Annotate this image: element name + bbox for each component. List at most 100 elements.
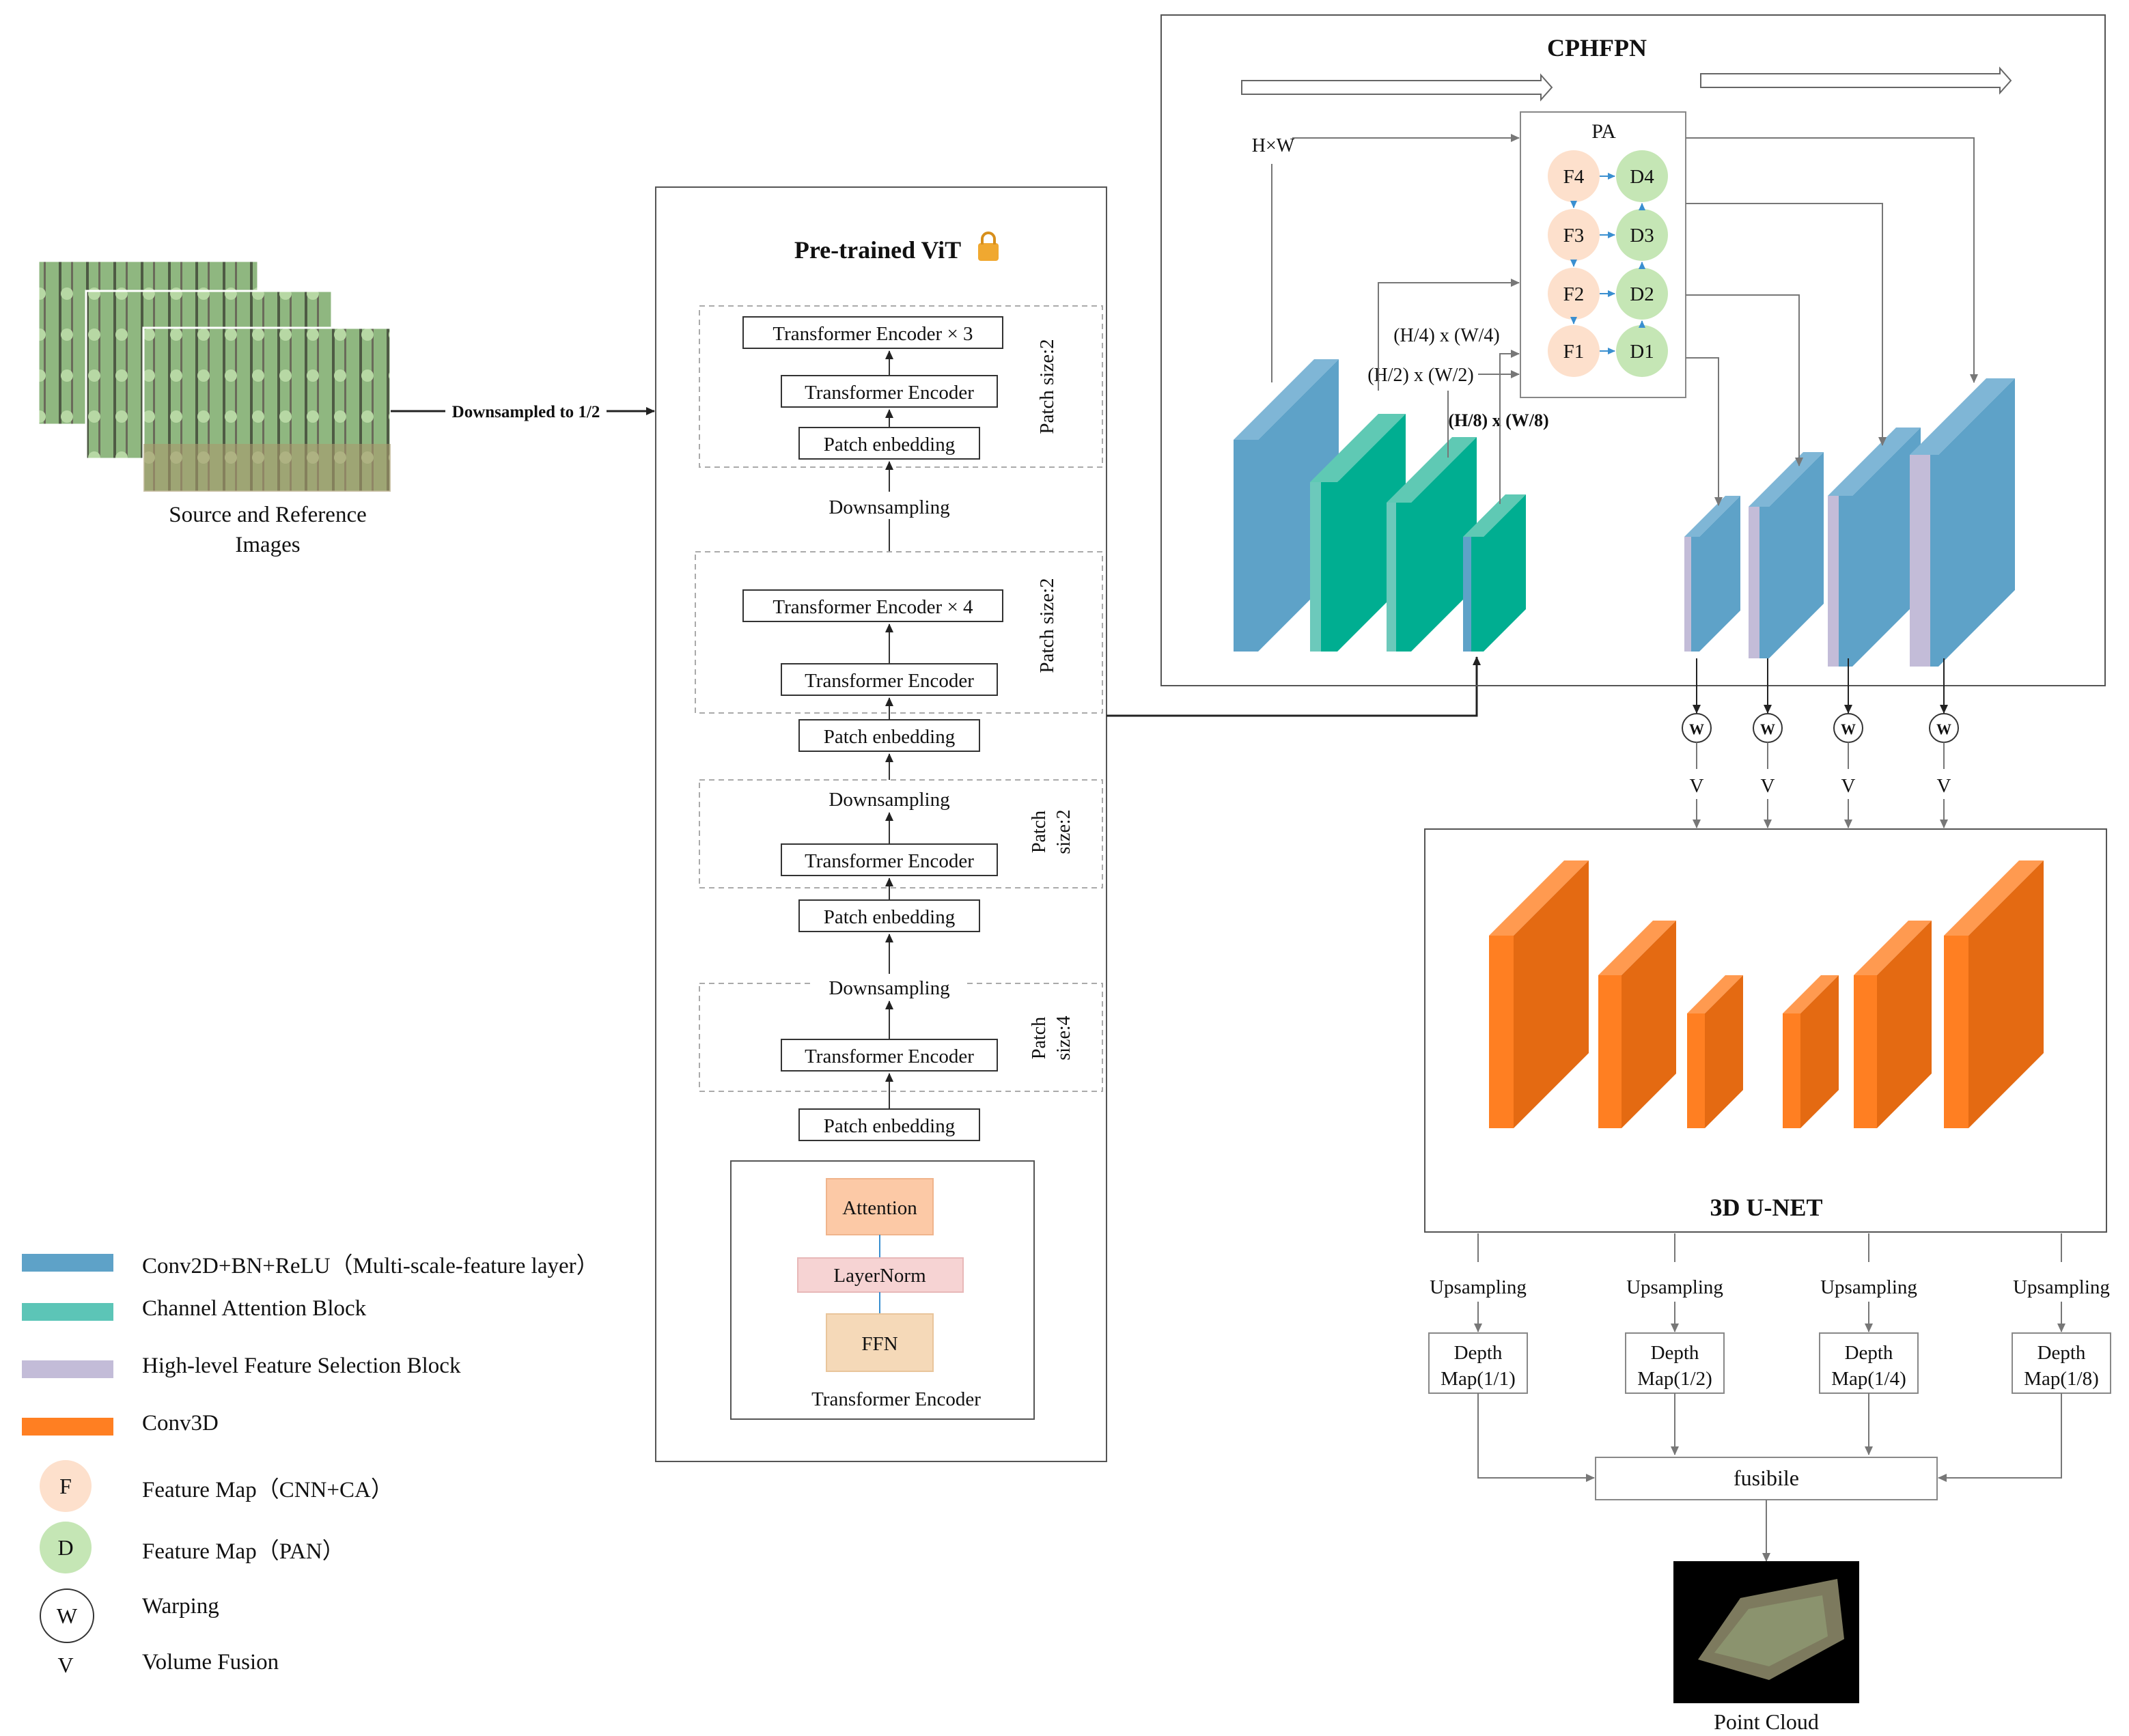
legend-swatch-conv2d <box>22 1254 113 1272</box>
pa-label: PA <box>1591 120 1616 143</box>
input-images <box>37 260 392 493</box>
stage2-encoder-repeat <box>742 589 1003 622</box>
layernorm-block <box>797 1257 964 1293</box>
conv3d-block-6 <box>1944 860 2044 1128</box>
svg-text:Transformer Encoder × 4: Transformer Encoder × 4 <box>773 596 973 618</box>
upsampling-label: Upsampling <box>1626 1276 1723 1298</box>
vit-stage-2 <box>695 551 1103 714</box>
downsample-label: Downsampled to 1/2 <box>452 403 600 421</box>
vit-title: Pre-trained ViT <box>794 236 961 264</box>
pa-node-label: F2 <box>1563 283 1585 305</box>
vit-stage-3 <box>699 779 1103 888</box>
stage1-embedding <box>798 427 980 460</box>
stage3-encoder <box>781 843 998 876</box>
pa-node-label: D1 <box>1630 341 1654 363</box>
pa-node-label: F3 <box>1563 225 1585 247</box>
svg-text:LayerNorm: LayerNorm <box>833 1265 926 1287</box>
unet-panel <box>1424 828 2107 1233</box>
volume-label: V <box>1841 775 1856 797</box>
svg-text:Transformer Encoder: Transformer Encoder <box>805 1046 974 1067</box>
depth-map-box <box>1819 1332 1919 1394</box>
fpn-out-1 <box>1684 496 1740 652</box>
stage1-patch-size: Patch size:2 <box>1036 339 1058 434</box>
legend-d-icon: D <box>40 1522 92 1573</box>
encoder-detail-caption: Transformer Encoder <box>811 1388 981 1410</box>
volume-label: V <box>1761 775 1775 797</box>
unet-title: 3D U-NET <box>1710 1194 1822 1221</box>
legend-label-conv2d: Conv2D+BN+ReLU（Multi-scale-feature layer… <box>142 1254 599 1278</box>
legend-f-icon: F <box>40 1460 92 1512</box>
stage3-patch-line2: size:2 <box>1053 809 1074 854</box>
pa-node-d1 <box>1616 325 1668 377</box>
depth-map-line1: Depth <box>2037 1342 2086 1364</box>
scale-label-1: (H/4) x (W/4) <box>1393 325 1500 346</box>
legend-swatch-conv3d <box>22 1418 113 1436</box>
conv3d-block-3 <box>1687 975 1743 1128</box>
pa-node-label: D3 <box>1630 225 1654 247</box>
volume-label: V <box>1690 775 1704 797</box>
conv3d-block-2 <box>1598 921 1676 1128</box>
fpn-out-2 <box>1749 452 1824 658</box>
legend-label-w: Warping <box>142 1594 219 1619</box>
depth-map-line2: Map(1/1) <box>1441 1368 1516 1390</box>
svg-text:Attention: Attention <box>842 1197 917 1219</box>
downsampling-3: Downsampling <box>829 977 949 999</box>
pa-node-d3 <box>1616 209 1668 261</box>
pa-node-label: F4 <box>1563 166 1585 188</box>
downsampling-2: Downsampling <box>829 789 949 811</box>
warp-label: W <box>1760 720 1775 738</box>
ffn-block <box>826 1313 934 1372</box>
pa-node-f2 <box>1548 268 1600 320</box>
cnn-pyramid <box>1234 359 1526 652</box>
pa-node-f1 <box>1548 325 1600 377</box>
legend-swatch-channel-attention <box>22 1303 113 1321</box>
depth-map-line2: Map(1/2) <box>1637 1368 1712 1390</box>
upsampling-label: Upsampling <box>1430 1276 1527 1298</box>
legend-label-feature-selection: High-level Feature Selection Block <box>142 1354 461 1378</box>
legend-label-d: Feature Map（PAN） <box>142 1539 345 1564</box>
point-cloud-label: Point Cloud <box>1714 1709 1819 1734</box>
lock-icon <box>978 232 999 261</box>
fpn-out-4 <box>1910 378 2015 667</box>
legend-v-icon: V <box>57 1652 74 1677</box>
svg-text:Transformer Encoder: Transformer Encoder <box>805 850 974 872</box>
svg-text:Patch enbedding: Patch enbedding <box>824 434 955 456</box>
pa-node-f4 <box>1548 150 1600 202</box>
cnn-block-h8 <box>1463 494 1526 652</box>
legend-label-channel-attention: Channel Attention Block <box>142 1296 367 1321</box>
fpn-out-3 <box>1828 428 1921 667</box>
fusion-label: fusibile <box>1734 1466 1799 1490</box>
warp-label: W <box>1936 720 1951 738</box>
stage3-patch-line1: Patch <box>1029 811 1050 853</box>
fpn-output-pyramid <box>1684 378 2015 667</box>
flow-arrow-left <box>1241 73 1553 102</box>
svg-text:Transformer Encoder: Transformer Encoder <box>805 382 974 404</box>
pa-node-d2 <box>1616 268 1668 320</box>
flow-arrow-right <box>1700 66 2012 95</box>
scale-label-3: (H/8) x (W/8) <box>1448 410 1548 430</box>
depth-map-line2: Map(1/4) <box>1831 1368 1906 1390</box>
conv3d-block-5 <box>1854 921 1932 1128</box>
input-caption-line2: Images <box>235 533 300 557</box>
svg-text:FFN: FFN <box>861 1333 897 1355</box>
hw-label: H×W <box>1252 135 1295 156</box>
depth-map-box <box>1428 1332 1528 1394</box>
vit-stage-1 <box>699 305 1103 468</box>
stage1-encoder-repeat <box>742 316 1003 349</box>
scale-label-2: (H/2) x (W/2) <box>1367 365 1474 386</box>
svg-text:Transformer Encoder: Transformer Encoder <box>805 670 974 692</box>
pa-node-d4 <box>1616 150 1668 202</box>
depth-map-line1: Depth <box>1454 1342 1503 1364</box>
vit-panel <box>655 186 1107 1462</box>
cphfpn-panel <box>1160 14 2106 686</box>
svg-text:Patch enbedding: Patch enbedding <box>824 1115 955 1137</box>
downsampling-1: Downsampling <box>829 496 949 518</box>
encoder-detail-box <box>730 1160 1035 1420</box>
input-caption-line1: Source and Reference <box>169 503 367 527</box>
pa-node-label: F1 <box>1563 341 1585 363</box>
pa-node-f3 <box>1548 209 1600 261</box>
svg-text:Transformer Encoder × 3: Transformer Encoder × 3 <box>773 323 973 345</box>
